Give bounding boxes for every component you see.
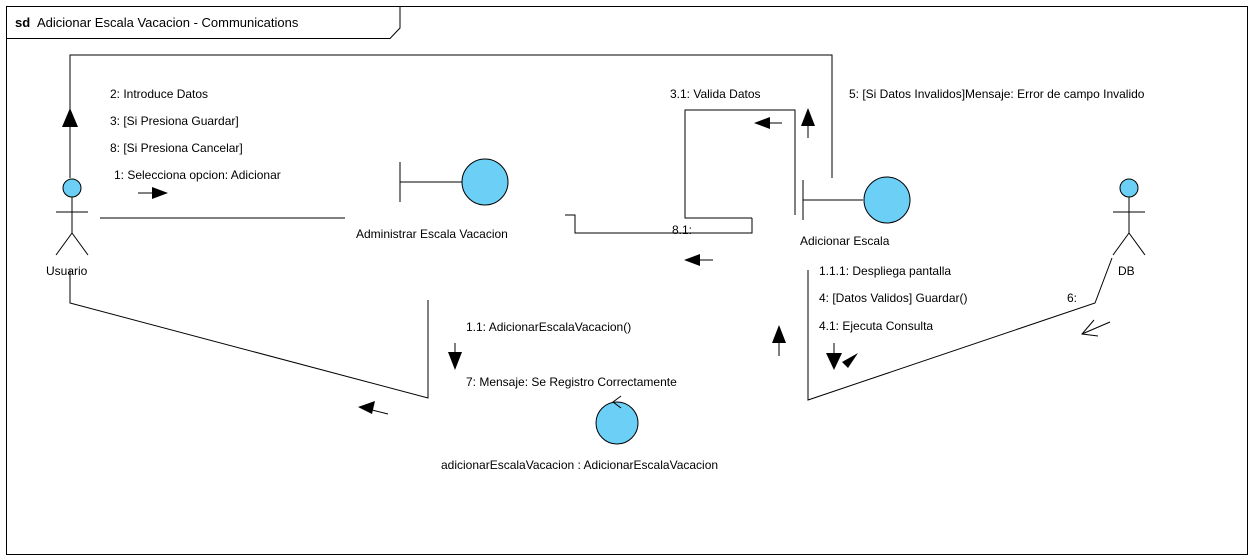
arrow-down-icon [826, 343, 858, 370]
message-8-1: 8.1: [672, 223, 692, 237]
arrow-left-icon [358, 401, 389, 415]
message-4: 4: [Datos Validos] Guardar() [819, 291, 968, 305]
link-adicionar-db [807, 257, 1113, 401]
boundary-administrar: Administrar Escala Vacacion [356, 158, 509, 241]
actor-db: DB [1112, 178, 1146, 278]
message-5: 5: [Si Datos Invalidos]Mensaje: Error de… [849, 87, 1145, 101]
diagram-frame: sd Adicionar Escala Vacacion - Communica… [6, 6, 1248, 555]
control-label: adicionarEscalaVacacion : AdicionarEscal… [441, 458, 718, 472]
link-self-adicionar [684, 109, 796, 219]
arrow-right-icon [138, 187, 168, 199]
frame-keyword: sd [15, 15, 30, 30]
boundary-label-adicionar: Adicionar Escala [800, 234, 890, 248]
message-8: 8: [Si Presiona Cancelar] [110, 141, 243, 155]
message-4-1: 4.1: Ejecuta Consulta [819, 319, 933, 333]
actor-label-db: DB [1118, 264, 1135, 278]
message-6: 6: [1067, 291, 1077, 305]
boundary-label-administrar: Administrar Escala Vacacion [356, 227, 508, 241]
arrow-left-icon [754, 117, 782, 129]
message-2: 2: Introduce Datos [110, 87, 208, 101]
actor-label-usuario: Usuario [46, 264, 88, 278]
message-1: 1: Selecciona opcion: Adicionar [114, 168, 281, 182]
message-3-1: 3.1: Valida Datos [670, 87, 761, 101]
actor-usuario: Usuario [46, 178, 89, 278]
arrow-up-icon [772, 325, 786, 356]
link-usuario-control [69, 270, 429, 399]
arrow-left-icon [684, 254, 713, 266]
message-3: 3: [Si Presiona Guardar] [110, 114, 239, 128]
message-7: 7: Mensaje: Se Registro Correctamente [466, 375, 677, 389]
boundary-adicionar: Adicionar Escala [800, 176, 911, 248]
frame-title: Adicionar Escala Vacacion - Communicatio… [37, 15, 299, 30]
message-labels: 2: Introduce Datos 3: [Si Presiona Guard… [110, 87, 1145, 389]
link-administrar-adicionar [565, 214, 753, 234]
arrow-up-icon [801, 108, 815, 138]
arrow-down-icon [448, 343, 462, 370]
control-adicionarescalavacacion: adicionarEscalaVacacion : AdicionarEscal… [441, 395, 718, 472]
message-1-1: 1.1: AdicionarEscalaVacacion() [466, 320, 631, 334]
arrow-up-icon [62, 108, 78, 127]
message-arrows [62, 108, 1111, 415]
open-arrow-icon [1081, 319, 1111, 337]
message-1-1-1: 1.1.1: Despliega pantalla [819, 264, 951, 278]
